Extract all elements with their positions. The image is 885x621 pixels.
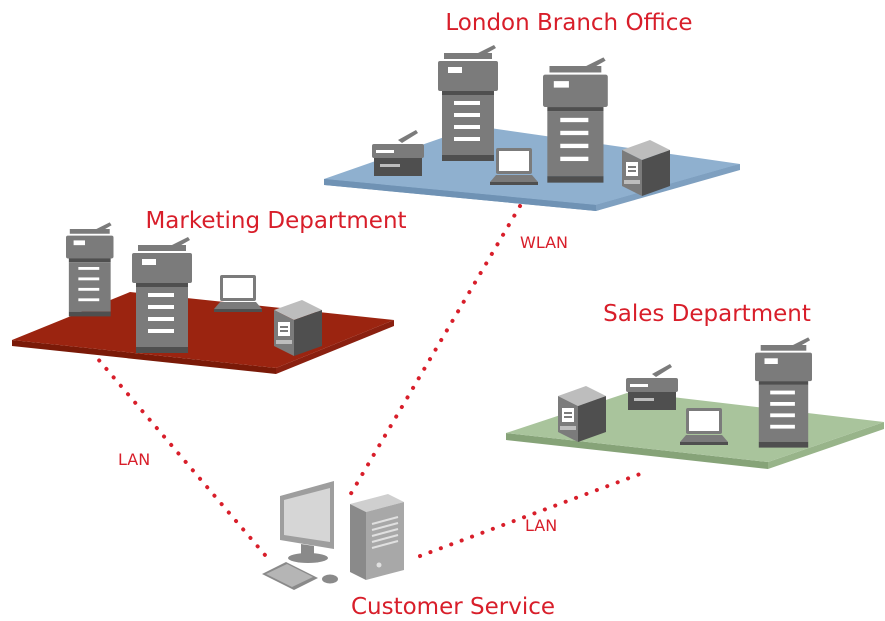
inkjet-printer-icon: [622, 140, 670, 196]
marketing-department: [12, 222, 394, 374]
customer-service-label: Customer Service: [351, 594, 555, 620]
keyboard-icon: [262, 562, 318, 590]
connection-lines: [90, 204, 642, 558]
multifunction-printer-icon: [438, 45, 498, 161]
lan-link-marketing: [90, 350, 267, 557]
desktop-computer-icon: [280, 481, 404, 580]
wlan-link-london: [344, 204, 522, 504]
london-label: London Branch Office: [445, 10, 692, 36]
sales-department: [506, 337, 884, 469]
inkjet-printer-icon: [558, 386, 606, 442]
multifunction-printer-icon: [66, 222, 114, 317]
lan-link-marketing-label: LAN: [118, 450, 150, 469]
sales-label: Sales Department: [603, 301, 811, 327]
desktop-printer-icon: [372, 130, 424, 176]
laptop-icon: [214, 275, 262, 312]
wlan-link-label: WLAN: [520, 233, 568, 252]
laptop-icon: [680, 408, 728, 445]
multifunction-printer-icon: [132, 237, 192, 353]
customer-service: [262, 481, 404, 590]
lan-link-sales: [418, 472, 642, 558]
laptop-icon: [490, 148, 538, 185]
multifunction-printer-icon: [543, 57, 608, 183]
desktop-printer-icon: [626, 364, 678, 410]
multifunction-printer-icon: [755, 337, 812, 448]
inkjet-printer-icon: [274, 300, 322, 356]
london-branch-office: [324, 45, 740, 211]
marketing-label: Marketing Department: [145, 208, 406, 234]
mouse-icon: [322, 574, 338, 584]
lan-link-sales-label: LAN: [525, 516, 557, 535]
